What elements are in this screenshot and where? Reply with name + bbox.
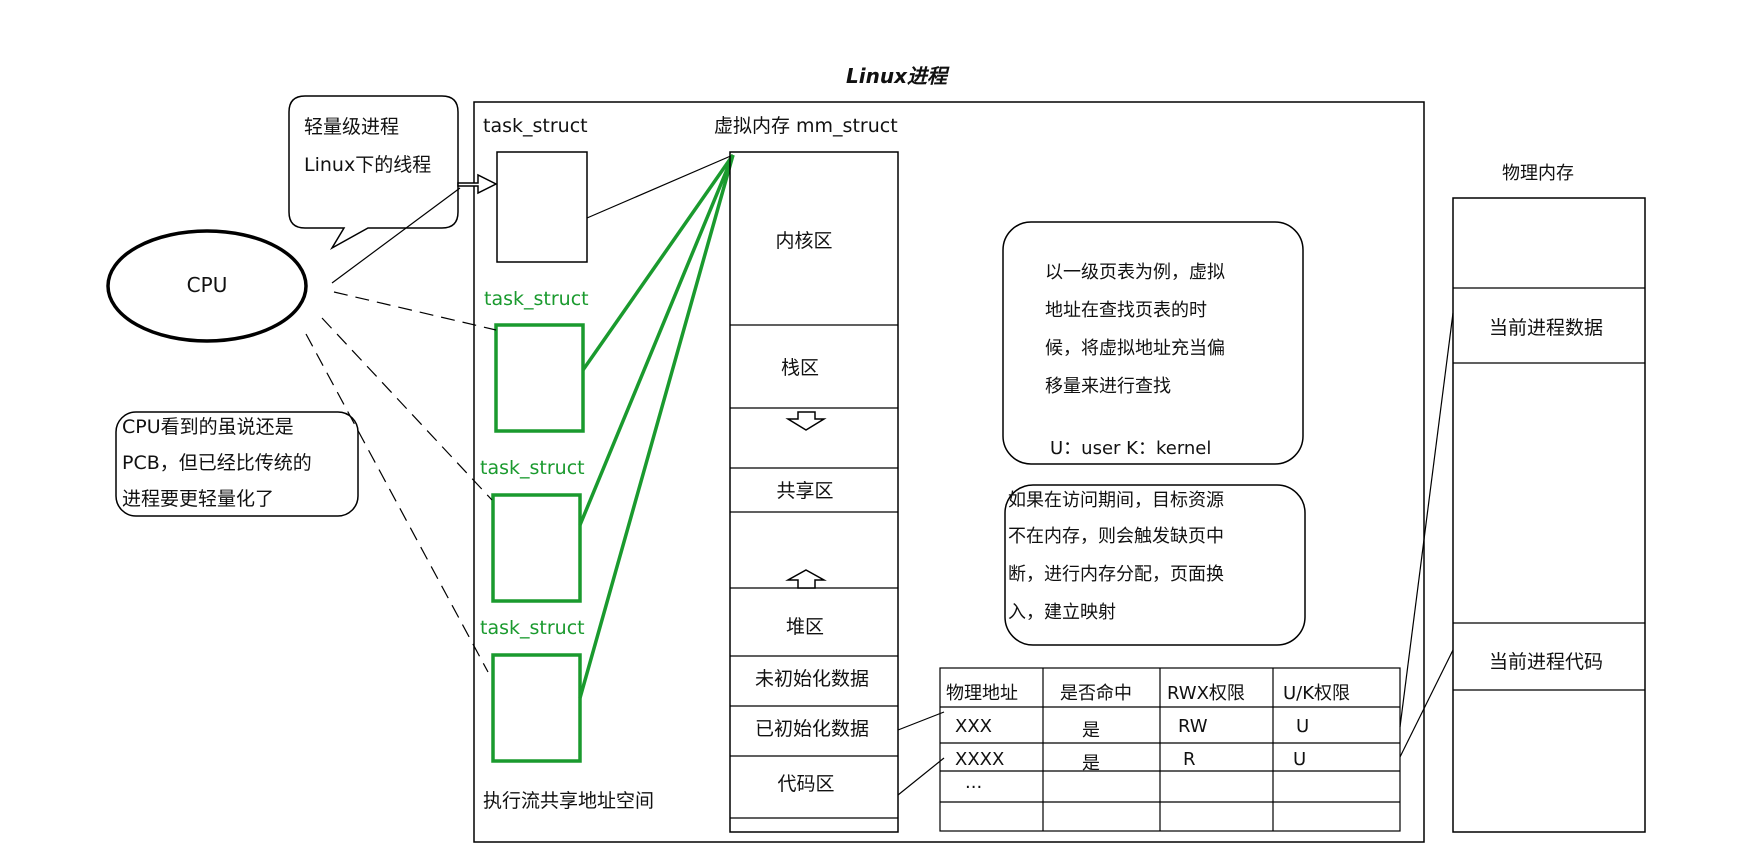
callout-cpu-note-line-1: CPU看到的虽说还是 <box>122 416 294 438</box>
page-table-grid <box>939 667 1401 832</box>
callout-cpu-note-bubble <box>115 411 359 517</box>
task-struct-box-green-1 <box>494 323 585 433</box>
task-2-to-vm <box>578 154 735 526</box>
vm-region-shared: 共享区 <box>776 480 834 502</box>
cpu-to-task-3 <box>305 333 489 673</box>
vm-region-heap: 堆区 <box>785 616 825 638</box>
task-1-to-vm <box>581 153 735 372</box>
cpu-to-task-2 <box>321 317 493 501</box>
task-struct-label-green-2: task_struct <box>480 457 585 479</box>
page-fault-note-line-2: 不在内存，则会触发缺页中 <box>1008 526 1224 547</box>
task-struct-box-green-3 <box>491 653 582 763</box>
process-frame <box>473 101 1425 843</box>
page-fault-note-line-1: 如果在访问期间，目标资源 <box>1008 490 1224 511</box>
page-table-row-1-phys: XXX <box>955 716 992 737</box>
callout-cpu-note-line-3: 进程要更轻量化了 <box>122 488 275 510</box>
task-struct-label-green-1: task_struct <box>484 288 589 310</box>
vm-region-bss: 未初始化数据 <box>754 668 870 690</box>
vm-label: 虚拟内存 mm_struct <box>714 115 898 137</box>
page-table-header-phys: 物理地址 <box>946 683 1018 704</box>
pagetable-to-pm-code <box>1399 649 1454 758</box>
page-table-row-3-phys: ... <box>965 772 983 793</box>
shared-space-label: 执行流共享地址空间 <box>483 790 655 812</box>
page-table-note-line-3: 候，将虚拟地址充当偏 <box>1045 338 1225 359</box>
page-table-note-line-2: 地址在查找页表的时 <box>1045 300 1207 321</box>
stack-grow-down-arrow <box>785 411 827 431</box>
pm-region-code: 当前进程代码 <box>1488 651 1604 673</box>
task-struct-box-green-2 <box>491 493 582 603</box>
page-fault-note-line-3: 断，进行内存分配，页面换 <box>1008 564 1224 585</box>
page-table-header-hit: 是否命中 <box>1060 683 1132 704</box>
physical-memory-label: 物理内存 <box>1502 163 1574 184</box>
page-fault-note-line-4: 入，建立映射 <box>1008 602 1116 623</box>
page-table-row-1-hit: 是 <box>1082 720 1100 741</box>
cpu-to-task-1 <box>333 291 497 331</box>
callout-lightweight-line-2: Linux下的线程 <box>304 154 432 176</box>
heap-grow-up-arrow <box>785 569 827 589</box>
task-struct-label-green-3: task_struct <box>480 617 585 639</box>
task-struct-box-main <box>496 151 588 263</box>
page-fault-note-box <box>1004 484 1306 646</box>
cpu-ellipse <box>106 229 308 343</box>
vm-column <box>729 151 899 833</box>
cpu-label: CPU <box>186 273 228 297</box>
page-table-note-box <box>1002 221 1304 465</box>
page-table-note-line-1: 以一级页表为例，虚拟 <box>1045 262 1225 283</box>
vm-region-code: 代码区 <box>777 773 835 795</box>
physical-memory-column <box>1452 197 1646 833</box>
diagram-title: Linux进程 <box>846 64 947 88</box>
page-table-row-1-rwx: RW <box>1178 716 1208 737</box>
task-struct-label-main: task_struct <box>483 115 588 137</box>
callout-lightweight-line-1: 轻量级进程 <box>304 116 400 138</box>
page-table-header-rwx: RWX权限 <box>1167 683 1245 704</box>
uk-note: U：user K：kernel <box>1050 438 1212 459</box>
initdata-to-pagetable <box>897 711 945 731</box>
task-main-to-vm <box>586 154 734 219</box>
cpu-to-task-main <box>331 187 461 284</box>
page-table-row-2-uk: U <box>1293 749 1307 770</box>
vm-region-stack: 栈区 <box>780 357 820 379</box>
task-3-to-vm <box>578 154 735 699</box>
page-table-row-2-rwx: R <box>1183 749 1196 770</box>
callout-arrow <box>457 173 498 195</box>
code-to-pagetable <box>897 757 945 796</box>
callout-cpu-note-line-2: PCB，但已经比传统的 <box>122 452 312 474</box>
page-table-row-2-hit: 是 <box>1082 753 1100 774</box>
page-table-note-line-4: 移量来进行查找 <box>1045 376 1171 397</box>
page-table-header-uk: U/K权限 <box>1283 683 1351 704</box>
page-table-row-2-phys: XXXX <box>955 749 1005 770</box>
page-table-row-1-uk: U <box>1296 716 1310 737</box>
pagetable-to-pm-data <box>1399 312 1454 728</box>
vm-region-data: 已初始化数据 <box>754 718 870 740</box>
vm-region-kernel: 内核区 <box>775 230 833 252</box>
callout-lightweight-bubble <box>288 95 459 251</box>
pm-region-data: 当前进程数据 <box>1488 317 1604 339</box>
